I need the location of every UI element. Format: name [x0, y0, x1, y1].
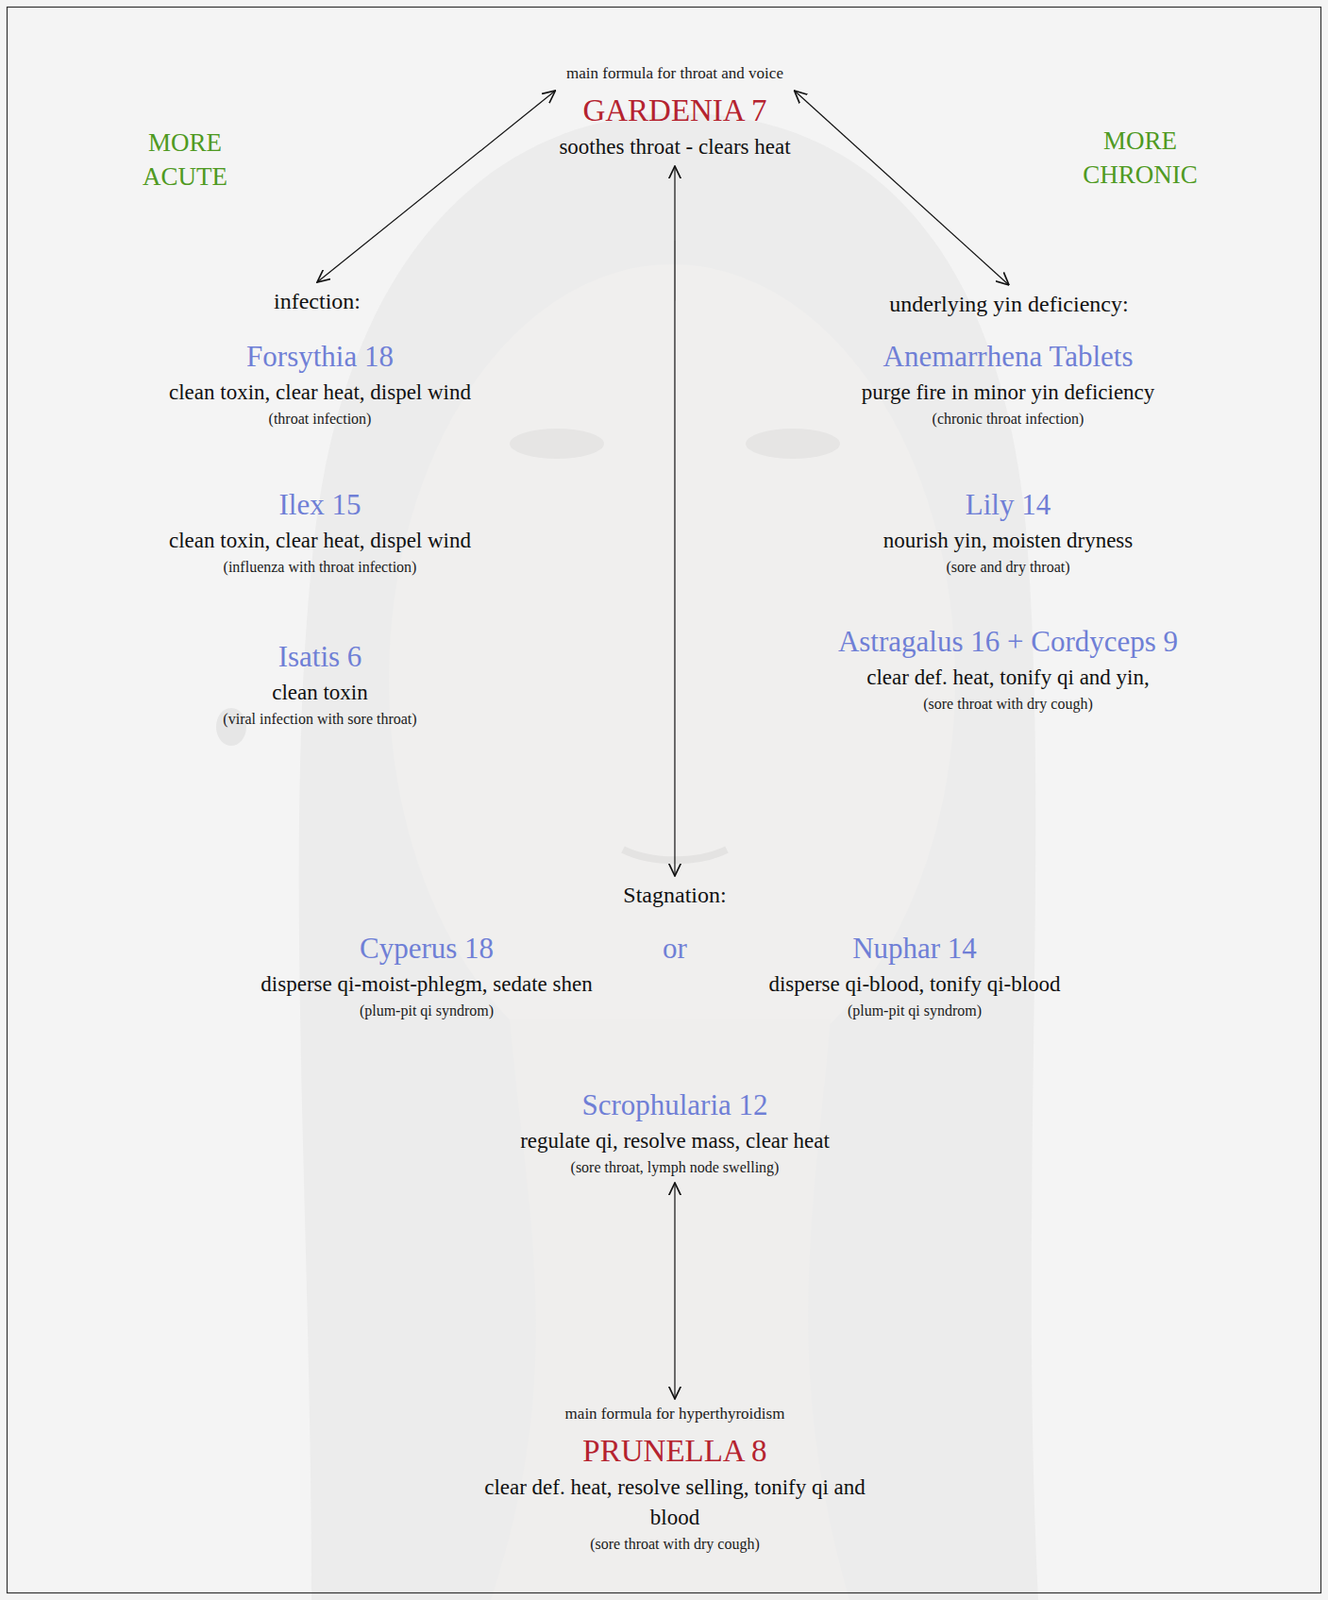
formula-group: main formula for hyperthyroidismPRUNELLA… [471, 1402, 878, 1556]
category-heading: underlying yin deficiency: [889, 288, 1128, 320]
formula-name: Forsythia 18 [168, 337, 471, 376]
formula-group: Stagnation: [622, 879, 726, 910]
formula-name: Ilex 15 [168, 486, 471, 524]
formula-group: Ilex 15clean toxin, clear heat, dispel w… [168, 486, 471, 579]
formula-action: disperse qi-blood, tonify qi-blood [768, 969, 1060, 1000]
indication-note: (influenza with throat infection) [168, 555, 471, 579]
formula-name: Scrophularia 12 [520, 1086, 830, 1125]
formula-group: Scrophularia 12regulate qi, resolve mass… [520, 1086, 830, 1179]
indication-note: (sore throat with dry cough) [838, 692, 1178, 716]
formula-name: or [646, 929, 704, 968]
formula-action: soothes throat - clears heat [558, 132, 791, 163]
indication-note: (viral infection with sore throat) [222, 707, 417, 731]
formula-action: clean toxin [222, 677, 417, 708]
indication-note: (chronic throat infection) [861, 407, 1156, 431]
hair-silhouette [299, 113, 1039, 1600]
formula-name: Cyperus 18 [260, 929, 592, 968]
double-arrow [317, 90, 555, 283]
formula-action: clear def. heat, tonify qi and yin, [838, 662, 1178, 693]
formula-name: Isatis 6 [222, 638, 417, 676]
axis-label: MORE ACUTE [118, 125, 252, 194]
indication-note: (plum-pit qi syndrom) [768, 999, 1060, 1023]
main-formula-name: GARDENIA 7 [558, 90, 791, 131]
formula-action: regulate qi, resolve mass, clear heat [520, 1126, 830, 1157]
formula-group: underlying yin deficiency: [889, 288, 1128, 320]
double-arrow [673, 1182, 675, 1399]
formula-action: clean toxin, clear heat, dispel wind [168, 377, 471, 408]
indication-note: (sore and dry throat) [883, 555, 1134, 579]
formula-action: purge fire in minor yin deficiency [861, 377, 1156, 408]
category-heading: Stagnation: [622, 879, 726, 910]
formula-action: disperse qi-moist-phlegm, sedate shen [260, 969, 592, 1000]
formula-name: Anemarrhena Tablets [861, 337, 1156, 376]
formula-action: clean toxin, clear heat, dispel wind [168, 525, 471, 556]
formula-caption: main formula for hyperthyroidism [471, 1402, 878, 1426]
formula-group: main formula for throat and voiceGARDENI… [558, 62, 791, 163]
indication-note: (throat infection) [168, 407, 471, 431]
formula-group: Forsythia 18clean toxin, clear heat, dis… [168, 337, 471, 431]
indication-note: (sore throat, lymph node swelling) [520, 1156, 830, 1179]
indication-note: (plum-pit qi syndrom) [260, 999, 592, 1023]
formula-group: Nuphar 14disperse qi-blood, tonify qi-bl… [768, 929, 1060, 1023]
formula-caption: main formula for throat and voice [558, 62, 791, 85]
category-heading: infection: [273, 285, 361, 317]
eye-left [509, 428, 605, 459]
formula-group: Anemarrhena Tabletspurge fire in minor y… [861, 337, 1156, 431]
formula-name: Lily 14 [883, 486, 1134, 524]
axis-label: MORE CHRONIC [1059, 123, 1221, 192]
formula-name: Astragalus 16 + Cordyceps 9 [838, 622, 1178, 661]
eye-right [745, 428, 841, 459]
page-frame [7, 7, 1322, 1594]
double-arrow [673, 166, 675, 876]
formula-group: Cyperus 18disperse qi-moist-phlegm, seda… [260, 929, 592, 1023]
formula-group: infection: [273, 285, 361, 317]
indication-note: (sore throat with dry cough) [471, 1532, 878, 1556]
double-arrow [794, 90, 1009, 286]
formula-group: Isatis 6clean toxin(viral infection with… [222, 638, 417, 731]
formula-action: clear def. heat, resolve selling, tonify… [471, 1472, 878, 1533]
formula-group: Lily 14nourish yin, moisten dryness(sore… [883, 486, 1134, 579]
formula-name: Nuphar 14 [768, 929, 1060, 968]
formula-group: Astragalus 16 + Cordyceps 9clear def. he… [838, 622, 1178, 716]
main-formula-name: PRUNELLA 8 [471, 1430, 878, 1471]
formula-action: nourish yin, moisten dryness [883, 525, 1134, 556]
